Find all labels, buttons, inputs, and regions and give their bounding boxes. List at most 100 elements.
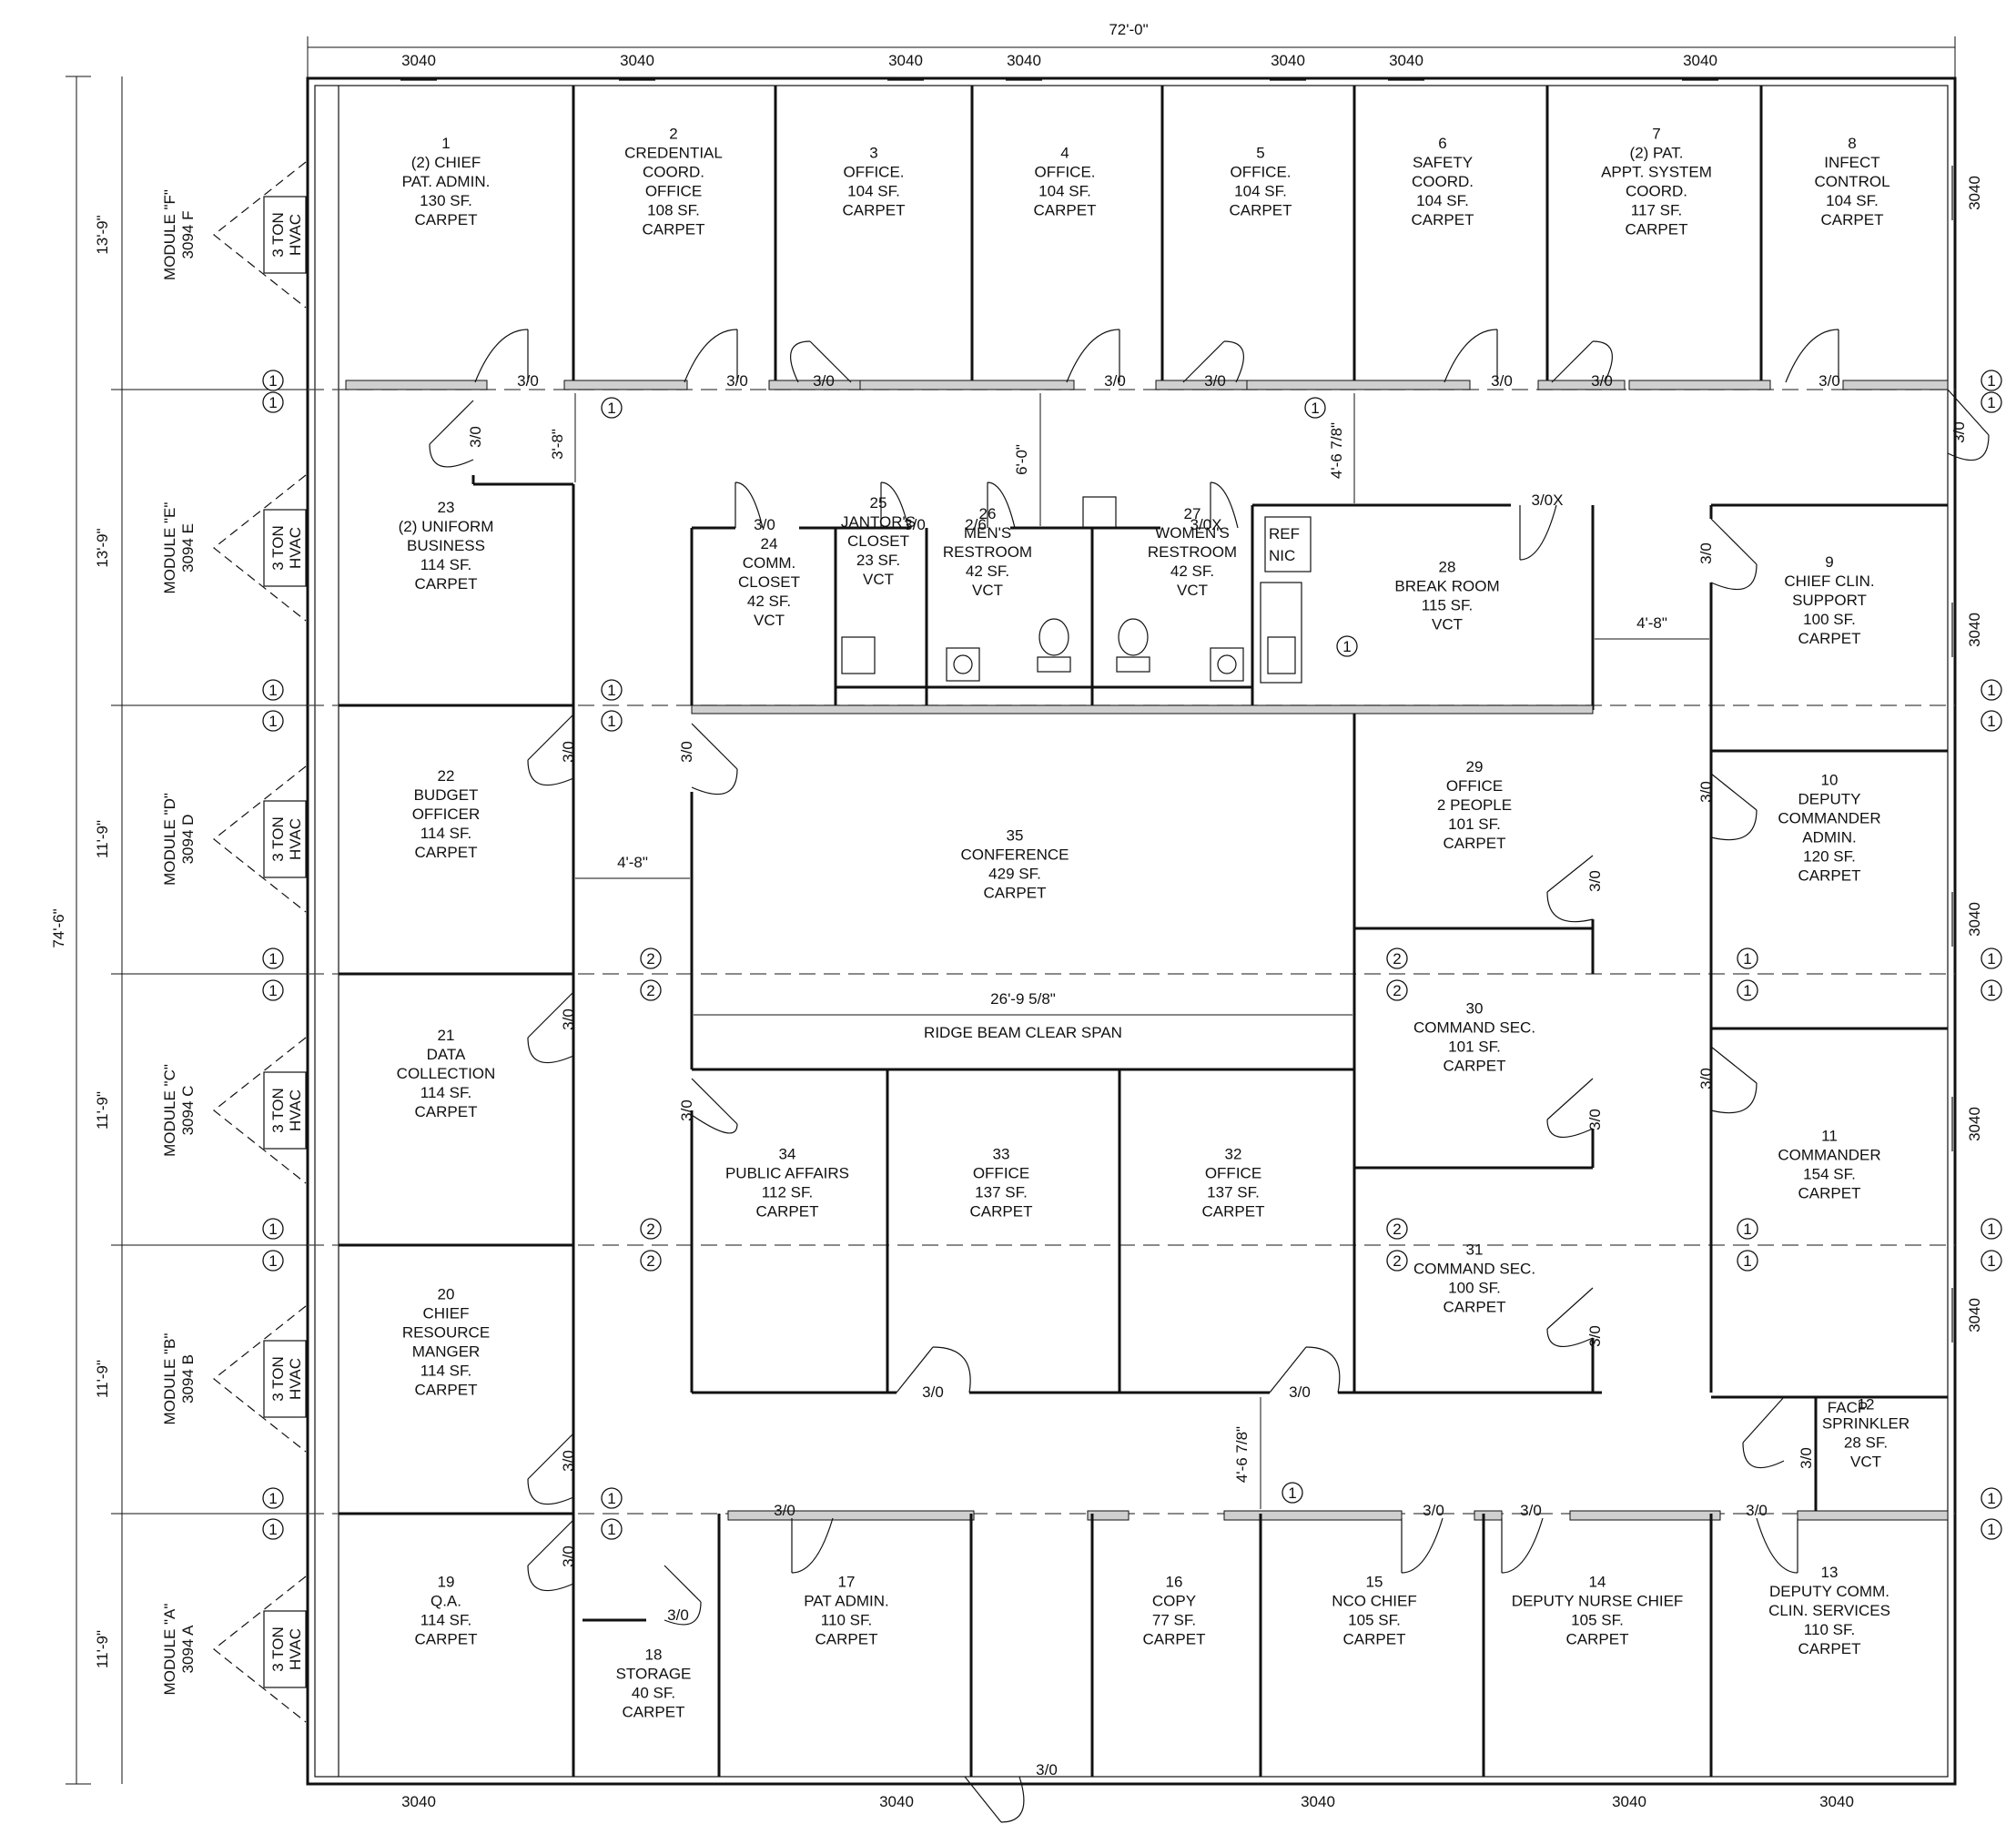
dim-4-6-bottom: 4'-6 7/8" bbox=[1233, 1426, 1251, 1483]
door-label-33: 3/0 bbox=[1746, 1502, 1768, 1519]
hvac-label-2: HVAC bbox=[287, 214, 304, 256]
door-2 bbox=[790, 340, 852, 383]
grid-bubble-37: 1 bbox=[1981, 1487, 2002, 1509]
room-15-line-2: 105 SF. bbox=[1348, 1612, 1401, 1629]
grid-bubble-label-16: 1 bbox=[268, 1521, 277, 1538]
grid-bubble-label-28: 1 bbox=[1743, 1252, 1751, 1270]
grid-bubble-18: 1 bbox=[601, 1518, 623, 1540]
room-11-line-1: COMMANDER bbox=[1778, 1147, 1880, 1164]
room-24-line-4: VCT bbox=[754, 612, 785, 629]
room-5-line-0: 5 bbox=[1256, 145, 1264, 162]
grid-bubble-22: 2 bbox=[1386, 979, 1408, 1001]
overall-width-dimension: 72'-0" bbox=[307, 21, 1956, 77]
grid-bubble-34: 1 bbox=[1981, 979, 2002, 1001]
door-29 bbox=[664, 1565, 702, 1626]
room-30-line-2: 101 SF. bbox=[1448, 1039, 1501, 1056]
room-34-line-1: PUBLIC AFFAIRS bbox=[725, 1165, 849, 1182]
room-35-line-0: 35 bbox=[1007, 827, 1024, 845]
dim-4-8-left: 4'-8" bbox=[617, 854, 648, 871]
room-34-line-3: CARPET bbox=[756, 1203, 819, 1221]
ref-label: REF bbox=[1269, 525, 1300, 542]
grid-bubble-11: 1 bbox=[262, 1218, 284, 1240]
module-c-code: 3094 C bbox=[179, 1086, 197, 1136]
door-label-22: 3/0 bbox=[1697, 1068, 1715, 1089]
room-15-line-1: NCO CHIEF bbox=[1332, 1593, 1417, 1610]
grid-bubble-label-0: 1 bbox=[268, 372, 277, 390]
grid-bubble-3: 1 bbox=[262, 679, 284, 701]
door-label-10: 3/0 bbox=[904, 516, 926, 533]
room-4-line-0: 4 bbox=[1060, 145, 1069, 162]
module-a-code: 3094 A bbox=[179, 1625, 197, 1674]
ridge-label: RIDGE BEAM CLEAR SPAN bbox=[924, 1024, 1122, 1041]
room-16-line-2: 77 SF. bbox=[1152, 1612, 1196, 1629]
door-10 bbox=[880, 481, 909, 529]
door-16 bbox=[691, 723, 738, 795]
grid-bubble-9: 2 bbox=[640, 947, 662, 969]
room-14-line-1: DEPUTY NURSE CHIEF bbox=[1512, 1593, 1684, 1610]
module-e-depth: 13'-9" bbox=[94, 528, 111, 567]
room-2-line-4: 108 SF. bbox=[647, 202, 700, 219]
room-9-line-1: CHIEF CLIN. bbox=[1784, 572, 1874, 590]
grid-bubble-13: 2 bbox=[640, 1218, 662, 1240]
door-label-24: 3/0 bbox=[1586, 1325, 1604, 1347]
room-6-line-1: SAFETY bbox=[1413, 154, 1473, 171]
room-1-line-4: CARPET bbox=[415, 211, 478, 228]
grid-bubble-26: 1 bbox=[1737, 979, 1758, 1001]
module-b-depth: 11'-9" bbox=[94, 1360, 111, 1398]
door-27 bbox=[1742, 1396, 1785, 1469]
room-13-line-0: 13 bbox=[1821, 1564, 1839, 1581]
door-label-13: 3/0X bbox=[1532, 491, 1564, 509]
room-17-line-2: 110 SF. bbox=[821, 1612, 872, 1629]
hvac-label-2: HVAC bbox=[287, 1089, 304, 1131]
room-24-line-2: CLOSET bbox=[738, 573, 800, 591]
room-3-line-1: OFFICE. bbox=[843, 164, 904, 181]
room-15-line-0: 15 bbox=[1366, 1574, 1383, 1591]
grid-bubble-label-37: 1 bbox=[1987, 1490, 1995, 1507]
window-right-2: 3040 bbox=[1966, 902, 1983, 937]
room-16-line-0: 16 bbox=[1166, 1574, 1183, 1591]
exterior-walls bbox=[306, 76, 1957, 1786]
door-swings bbox=[429, 329, 1990, 1823]
room-10-line-3: ADMIN. bbox=[1802, 829, 1857, 846]
room-23-line-4: CARPET bbox=[415, 575, 478, 593]
module-f-code: 3094 F bbox=[179, 211, 197, 259]
room-6-line-4: CARPET bbox=[1412, 211, 1474, 228]
window-bottom-1: 3040 bbox=[879, 1793, 914, 1810]
room-5-line-1: OFFICE. bbox=[1230, 164, 1291, 181]
window-top-5: 3040 bbox=[1389, 52, 1423, 69]
room-1-line-1: (2) CHIEF bbox=[411, 154, 481, 171]
room-21-line-0: 21 bbox=[438, 1027, 455, 1044]
room-33-line-3: CARPET bbox=[970, 1203, 1033, 1221]
room-7-line-0: 7 bbox=[1652, 126, 1660, 143]
room-18-line-3: CARPET bbox=[623, 1704, 685, 1721]
room-10-line-5: CARPET bbox=[1798, 867, 1861, 885]
room-25-line-1: JANTOR'S bbox=[841, 513, 916, 531]
room-32-line-2: 137 SF. bbox=[1207, 1184, 1260, 1201]
door-33 bbox=[1756, 1517, 1798, 1574]
room-22-line-4: CARPET bbox=[415, 844, 478, 861]
door-24 bbox=[1546, 1287, 1594, 1347]
door-label-26: 3/0 bbox=[1289, 1383, 1311, 1401]
grid-bubble-label-2: 1 bbox=[607, 400, 615, 417]
room-33-line-0: 33 bbox=[993, 1146, 1010, 1163]
room-30-line-3: CARPET bbox=[1444, 1058, 1506, 1075]
room-8-line-2: CONTROL bbox=[1814, 173, 1889, 190]
room-30-line-1: COMMAND SEC. bbox=[1413, 1019, 1535, 1037]
room-27-line-0: 27 bbox=[1184, 505, 1201, 522]
grid-bubble-label-9: 2 bbox=[646, 950, 654, 968]
room-13-line-3: 110 SF. bbox=[1804, 1621, 1855, 1638]
room-26-line-3: 42 SF. bbox=[966, 562, 1009, 580]
hvac-label-1: 3 TON bbox=[269, 1626, 287, 1671]
door-0 bbox=[474, 329, 529, 383]
hvac-label-1: 3 TON bbox=[269, 525, 287, 570]
